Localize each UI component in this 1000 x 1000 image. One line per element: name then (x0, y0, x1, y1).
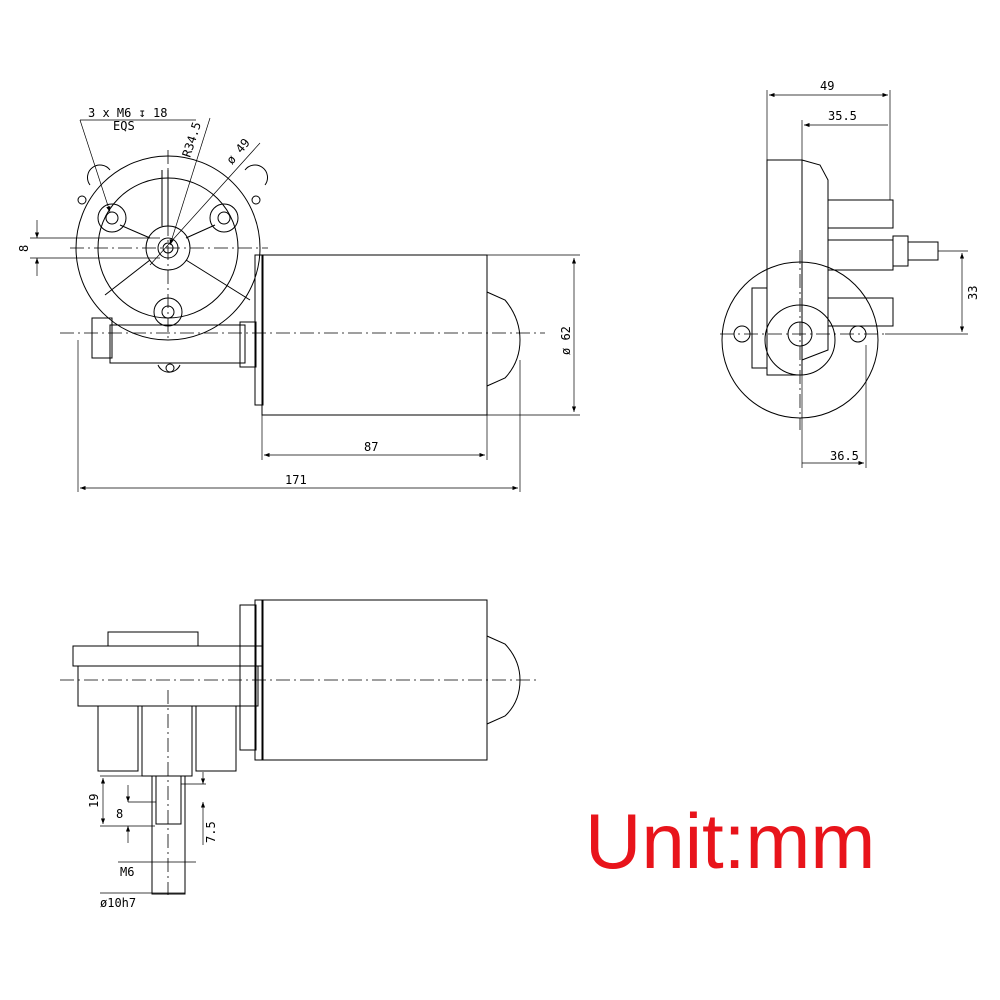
side-36-5-label: 36.5 (830, 449, 859, 463)
side-33-label: 33 (966, 286, 980, 300)
side-49-label: 49 (820, 79, 834, 93)
diameter-62-label: ø 62 (559, 326, 573, 355)
front-view: 3 x M6 ↧ 18 EQS R34.5 ø 49 8 ø 62 87 171 (17, 106, 580, 492)
radius-label: R34.5 (180, 120, 204, 159)
thread-callout-sub-label: EQS (113, 119, 135, 133)
side-35-5-label: 35.5 (828, 109, 857, 123)
offset-8-label: 8 (17, 245, 31, 252)
side-view: 49 35.5 33 36.5 (720, 79, 980, 468)
unit-note: Unit:mm (585, 797, 875, 885)
shaft-8-label: 8 (116, 807, 123, 821)
bottom-view: 19 8 7.5 M6 ø10h7 (60, 599, 540, 910)
shaft-diameter-label: ø10h7 (100, 896, 136, 910)
length-171-label: 171 (285, 473, 307, 487)
shaft-19-label: 19 (87, 794, 101, 808)
thread-callout-label: 3 x M6 ↧ 18 (88, 106, 167, 120)
shaft-m6-label: M6 (120, 865, 134, 879)
length-87-label: 87 (364, 440, 378, 454)
pcd-label: ø 49 (224, 136, 253, 167)
shaft-7-5-label: 7.5 (204, 821, 218, 843)
